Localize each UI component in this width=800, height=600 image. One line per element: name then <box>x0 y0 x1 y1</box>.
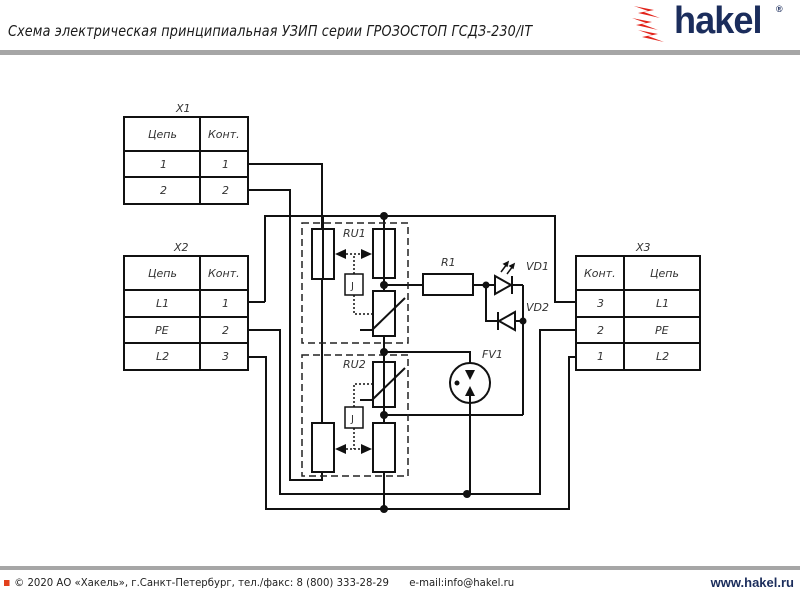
vd1-label: VD1 <box>526 260 549 273</box>
connector-x3-table <box>575 255 701 371</box>
wire-x1-1 <box>248 163 323 481</box>
x3-row2-contact: 2 <box>597 324 604 337</box>
x2-row2-circuit: PE <box>155 324 169 337</box>
footer-email[interactable]: e-mail:info@hakel.ru <box>409 576 515 589</box>
ru1-label: RU1 <box>343 227 366 240</box>
x2-row1-contact: 1 <box>222 297 229 310</box>
ru2-label: RU2 <box>343 358 366 371</box>
connector-x2-table <box>123 255 249 371</box>
bullet-icon <box>4 580 10 586</box>
x1-row1-contact: 1 <box>222 158 229 171</box>
website-link[interactable]: www.hakel.ru <box>710 575 794 590</box>
header-divider <box>0 50 800 55</box>
x1-header-contact: Конт. <box>208 128 240 141</box>
x2-header-contact: Конт. <box>208 267 240 280</box>
x2-row2-contact: 2 <box>222 324 229 337</box>
j2-label: J <box>350 414 354 425</box>
x1-row1-circuit: 1 <box>160 158 167 171</box>
connector-x1-table <box>123 116 249 205</box>
vd2-label: VD2 <box>526 301 549 314</box>
wire-x3-pe <box>467 329 576 495</box>
x2-row3-contact: 3 <box>222 350 229 363</box>
wire-x2-pe <box>248 329 467 495</box>
j1-label: J <box>350 281 354 292</box>
x3-row1-circuit: L1 <box>656 297 669 310</box>
r1-label: R1 <box>441 256 456 269</box>
hakel-logo[interactable]: hakel ® <box>630 0 790 44</box>
x2-row1-circuit: L1 <box>156 297 169 310</box>
x3-row2-circuit: PE <box>655 324 669 337</box>
registered-mark: ® <box>776 4 783 14</box>
logo-text: hakel <box>674 0 763 42</box>
fv1-label: FV1 <box>482 348 503 361</box>
x1-row2-circuit: 2 <box>160 184 167 197</box>
x3-header-contact: Конт. <box>584 267 616 280</box>
x1-header-circuit: Цепь <box>148 128 177 141</box>
footer-copyright: © 2020 АО «Хакель», г.Санкт-Петербург, т… <box>14 576 389 589</box>
footer-info: © 2020 АО «Хакель», г.Санкт-Петербург, т… <box>4 576 514 589</box>
x3-header-circuit: Цепь <box>650 267 679 280</box>
wire-x1-2 <box>248 189 291 480</box>
page-title: Схема электрическая принципиальная УЗИП … <box>8 22 533 40</box>
x3-row3-circuit: L2 <box>656 350 669 363</box>
footer-divider <box>0 566 800 570</box>
x2-label: X2 <box>173 241 189 254</box>
x3-label: X3 <box>635 241 651 254</box>
x3-row3-contact: 1 <box>597 350 604 363</box>
x2-row3-circuit: L2 <box>156 350 169 363</box>
x2-header-circuit: Цепь <box>148 267 177 280</box>
x1-row2-contact: 2 <box>222 184 229 197</box>
ru1-enclosure <box>301 222 409 344</box>
x1-label: X1 <box>175 102 191 115</box>
wire-top-bus <box>264 215 576 303</box>
ru2-enclosure <box>301 354 409 477</box>
x3-row1-contact: 3 <box>597 297 604 310</box>
wire-x2-l2 <box>248 356 576 510</box>
